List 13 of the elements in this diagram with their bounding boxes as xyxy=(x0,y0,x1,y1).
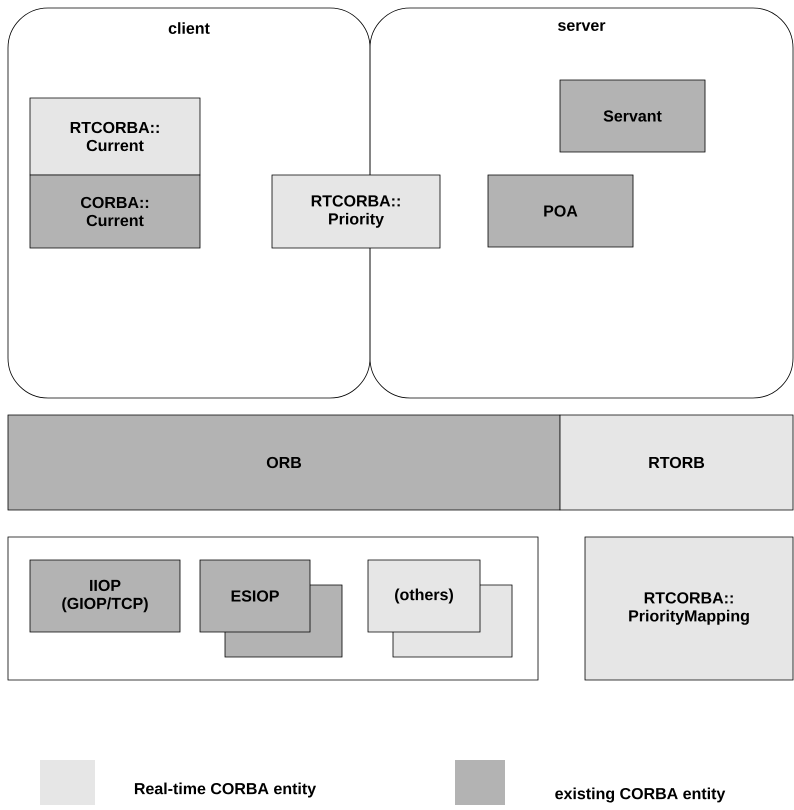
legend-label: existing CORBA entity xyxy=(555,788,726,802)
entity-box: RTCORBA:: Current xyxy=(30,98,200,176)
entity-box: RTCORBA:: PriorityMapping xyxy=(584,536,794,680)
layer-band: RTORB xyxy=(560,414,794,510)
layer-band: ORB xyxy=(8,414,560,510)
entity-box: POA xyxy=(488,174,634,248)
entity-box: RTCORBA:: Priority xyxy=(272,174,440,248)
protocol-box: (others) xyxy=(368,560,512,658)
entity-box: CORBA:: Current xyxy=(30,174,200,248)
protocol-box: IIOP (GIOP/TCP) xyxy=(30,560,180,632)
protocol-box: ESIOP xyxy=(200,560,342,658)
legend-label: Real-time CORBA entity xyxy=(134,782,316,798)
entity-box: Servant xyxy=(560,80,706,152)
